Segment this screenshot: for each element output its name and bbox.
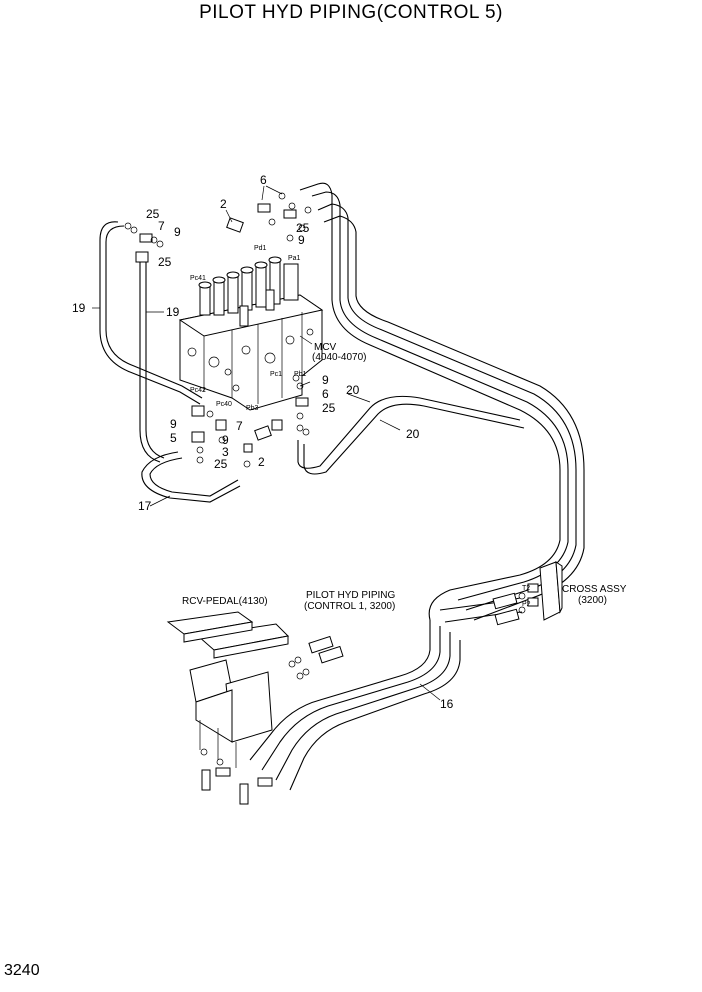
callout-number: 2 [220,197,227,211]
label-pilot-piping: PILOT HYD PIPING [306,590,396,601]
callout-number: 25 [322,401,336,415]
port-label: Pc41 [190,275,206,282]
port-label: Pd1 [254,245,267,252]
rcv-pedal [166,592,520,805]
cross-assy-bracket [518,561,563,621]
callout-number: 9 [298,233,305,247]
port-label: Pa1 [288,255,301,262]
callout-number: 9 [170,417,177,431]
callout-number: 7 [236,419,243,433]
port-label: Pb3 [246,405,259,412]
label-cross-assy: CROSS ASSY [562,584,627,595]
callout-number: 25 [296,221,310,235]
fitting-group-lower [191,382,310,468]
leader-lines [92,185,441,701]
label-cross-assy-ref: (3200) [578,595,607,606]
callout-number: 6 [322,387,329,401]
port-label: Pb1 [294,371,307,378]
callout-numbers: 6 2 25 7 9 25 9 25 19 19 9 6 25 20 20 9 … [72,173,454,711]
port-labels: Pd1 Pa1 Pc41 Pc1 Pb1 Pc42 Pc40 Pb3 T2 P2 [190,245,531,608]
page-number: 3240 [4,962,40,979]
callout-number: 16 [440,697,454,711]
pipe-bundle [249,182,585,791]
label-mcv-range: (4040-4070) [312,352,366,363]
diagram-labels: MCV (4040-4070) RCV-PEDAL(4130) PILOT HY… [182,342,627,612]
callout-number: 19 [166,305,180,319]
callout-number: 9 [322,373,329,387]
callout-number: 9 [174,225,181,239]
callout-number: 3 [222,445,229,459]
pipe-20 [297,395,525,475]
port-label: Pc1 [270,371,282,378]
callout-number: 7 [158,219,165,233]
callout-number: 5 [170,431,177,445]
label-rcv-pedal: RCV-PEDAL(4130) [182,596,268,607]
callout-number: 9 [222,433,229,447]
mcv-valve-block [178,256,324,411]
label-pilot-piping-ref: (CONTROL 1, 3200) [304,601,395,612]
callout-number: 19 [72,301,86,315]
callout-number: 2 [258,455,265,469]
page-title: PILOT HYD PIPING(CONTROL 5) [199,2,503,23]
mcv-top-spools [198,256,299,327]
callout-number: 6 [260,173,267,187]
callout-number: 20 [406,427,420,441]
port-label: P2 [522,601,531,608]
label-mcv: MCV [314,342,337,353]
port-label: Pc42 [190,387,206,394]
port-label: Pc40 [216,401,232,408]
callout-number: 25 [146,207,160,221]
fitting-group-upper [124,192,312,263]
callout-number: 20 [346,383,360,397]
callout-number: 25 [158,255,172,269]
callout-number: 25 [214,457,228,471]
callout-number: 17 [138,499,152,513]
hose-17 [141,451,241,503]
port-label: T2 [522,585,530,592]
